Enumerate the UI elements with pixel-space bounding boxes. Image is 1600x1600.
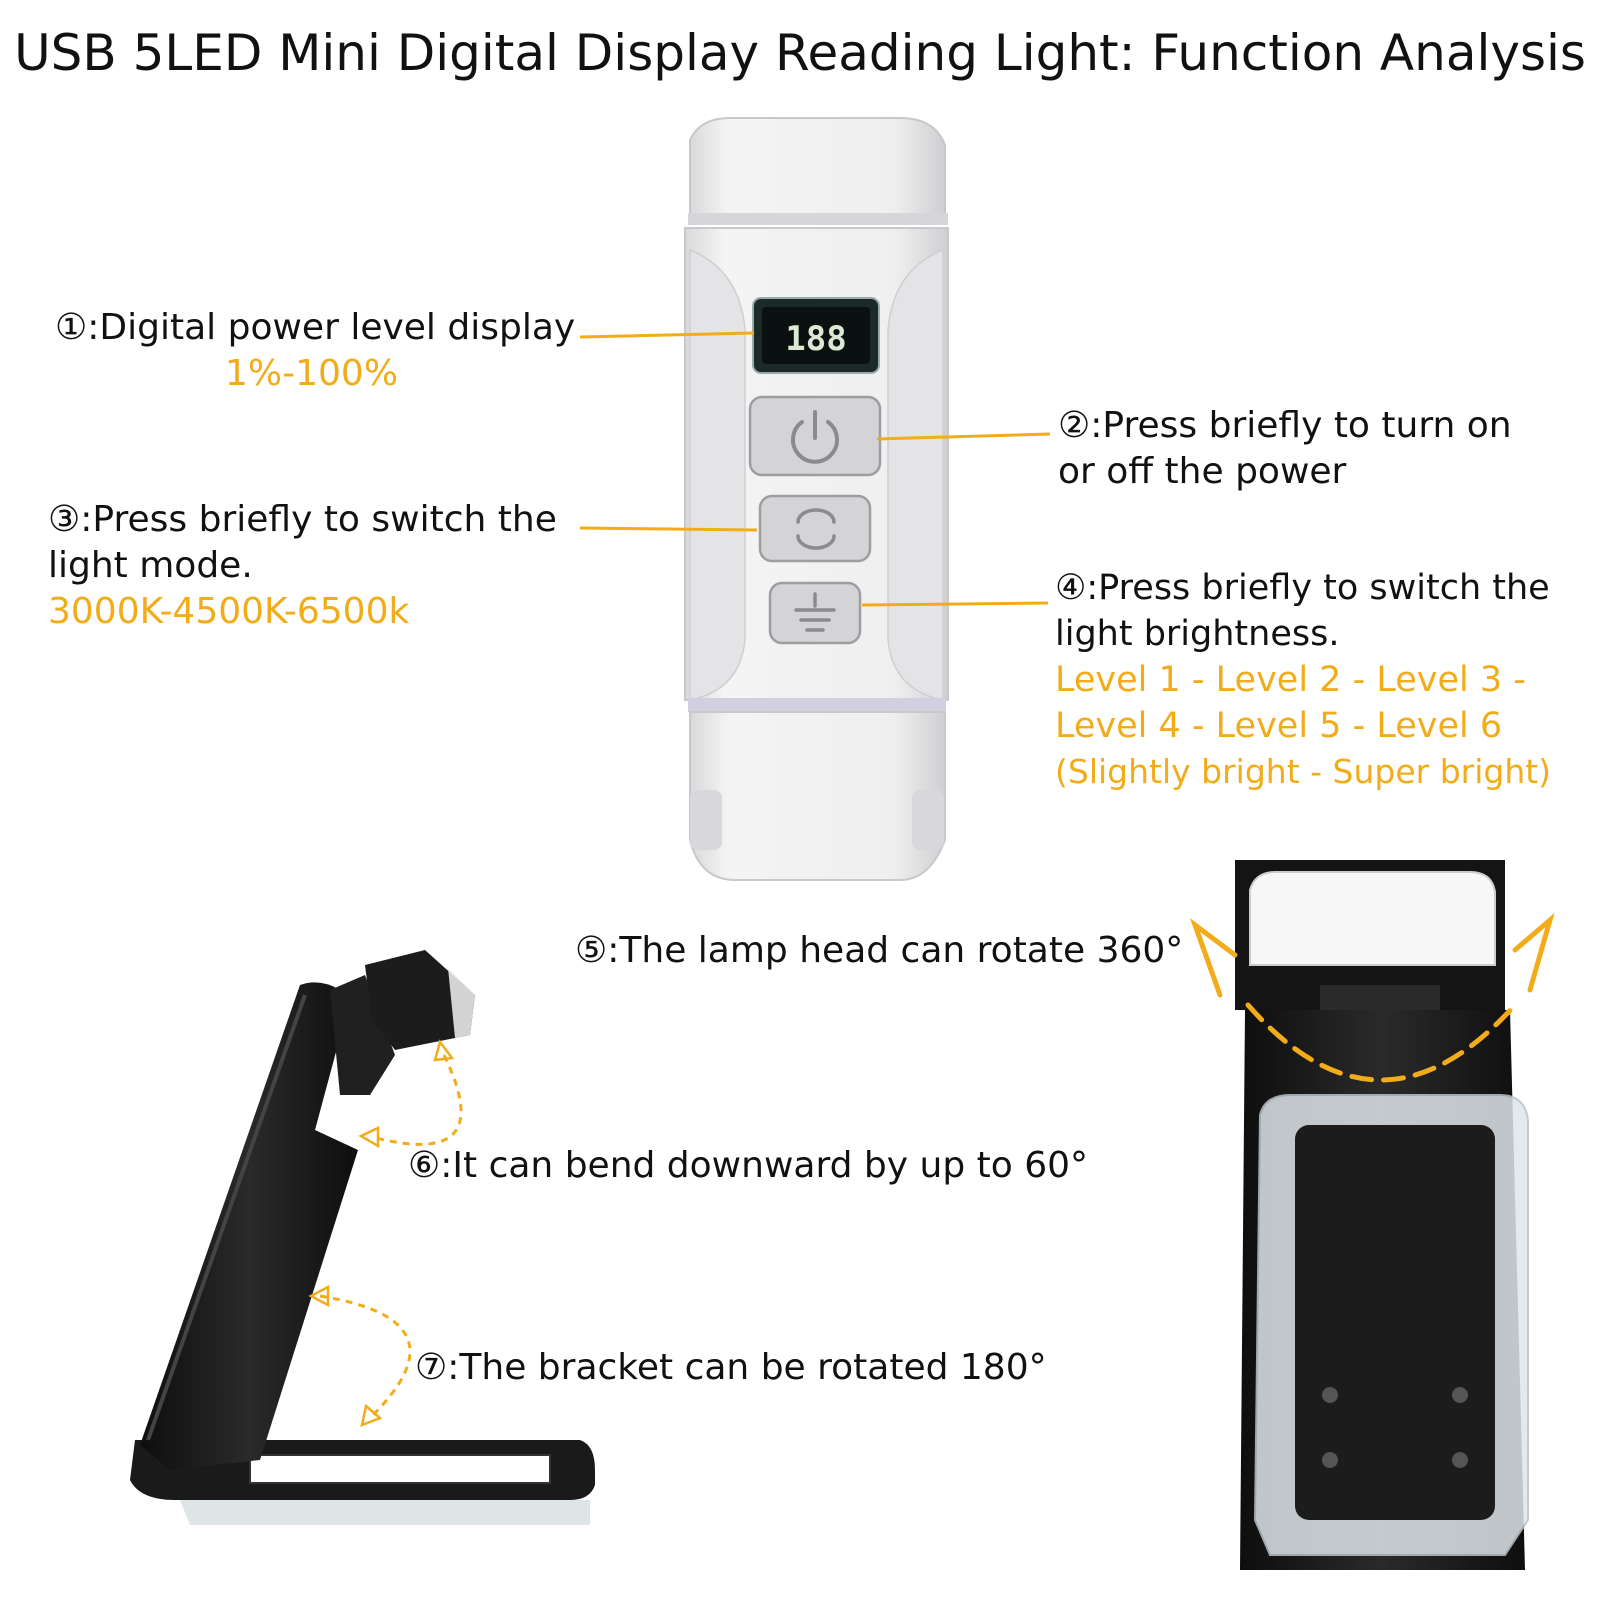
callout-line-3: [579, 526, 758, 532]
bend-arrowhead-left: [358, 1126, 380, 1149]
callout-line-2: [876, 432, 1051, 441]
display-readout: 188: [785, 319, 846, 359]
left-hinge: [690, 790, 722, 850]
feature-5-label: ⑤:The lamp head can rotate 360°: [575, 930, 1184, 971]
feature-4-detail-3: (Slightly bright - Super bright): [1055, 752, 1552, 791]
feature-4-detail-2: Level 4 - Level 5 - Level 6: [1055, 706, 1503, 746]
back-lamp-diffuser: [1249, 871, 1496, 966]
feature-2-line-2: or off the power: [1058, 451, 1347, 492]
feature-7-label: ⑦:The bracket can be rotated 180°: [415, 1347, 1047, 1388]
feature-2-line-1: ②:Press briefly to turn on: [1058, 405, 1512, 446]
back-inner-panel: [1295, 1125, 1495, 1520]
feature-6-label: ⑥:It can bend downward by up to 60°: [408, 1145, 1089, 1186]
mode-button[interactable]: [758, 494, 872, 563]
brightness-icon: [794, 592, 836, 632]
callout-lines: [579, 331, 1051, 607]
bend-arrowhead-top: [433, 1039, 455, 1062]
bracket-window: [249, 1454, 551, 1484]
feature-1-label: ①:Digital power level display 1%-100%: [55, 305, 575, 397]
bracket-rotate-arrow: [319, 1294, 412, 1420]
feature-1-title: ①:Digital power level display: [55, 307, 576, 348]
bracket-clip: [180, 1500, 590, 1525]
feature-1-detail: 1%-100%: [225, 353, 399, 394]
side-edge-highlight: [146, 994, 307, 1441]
screw-3: [1322, 1452, 1338, 1468]
rotate-arrowhead-top: [308, 1284, 330, 1308]
screw-4: [1452, 1452, 1468, 1468]
brightness-button[interactable]: [768, 581, 862, 645]
rotate-arrowhead-left: [1189, 918, 1238, 998]
page-title: USB 5LED Mini Digital Display Reading Li…: [14, 24, 1586, 82]
head-rotate-arrow: [1245, 1002, 1518, 1083]
right-grip: [887, 248, 944, 701]
display-screen: [762, 307, 870, 364]
left-grip: [689, 248, 746, 701]
callout-line-4: [861, 601, 1049, 607]
mode-cycle-icon: [796, 508, 836, 550]
lamp-head-cap: [689, 117, 946, 216]
side-arm: [330, 975, 395, 1095]
feature-2-label: ②:Press briefly to turn on or off the po…: [1058, 403, 1512, 495]
feature-4-line-2: light brightness.: [1055, 614, 1340, 654]
power-icon: [791, 410, 839, 464]
feature-3-line-2: light mode.: [48, 545, 253, 586]
feature-4-label: ④:Press briefly to switch the light brig…: [1055, 565, 1551, 795]
rotate-arrowhead-bottom: [360, 1403, 383, 1428]
feature-3-line-1: ③:Press briefly to switch the: [48, 499, 557, 540]
device-base: [689, 711, 946, 881]
side-lamp-head: [365, 950, 475, 1050]
right-hinge: [912, 790, 944, 850]
feature-4-detail-1: Level 1 - Level 2 - Level 3 -: [1055, 660, 1526, 700]
feature-4-line-1: ④:Press briefly to switch the: [1055, 568, 1550, 608]
screw-1: [1322, 1387, 1338, 1403]
bend-arrow: [371, 1054, 463, 1146]
head-seam: [688, 213, 948, 225]
side-lamp-lens: [448, 968, 475, 1038]
bottom-seam: [688, 698, 946, 712]
white-reading-light: 188: [684, 117, 949, 881]
rotate-arrowhead-right: [1512, 912, 1555, 993]
side-body: [140, 982, 358, 1470]
feature-3-label: ③:Press briefly to switch the light mode…: [48, 497, 557, 635]
callout-line-1: [579, 331, 755, 339]
back-view-light: [1189, 860, 1555, 1570]
side-view-light: [130, 950, 595, 1525]
feature-3-detail: 3000K-4500K-6500k: [48, 591, 410, 632]
screw-2: [1452, 1387, 1468, 1403]
